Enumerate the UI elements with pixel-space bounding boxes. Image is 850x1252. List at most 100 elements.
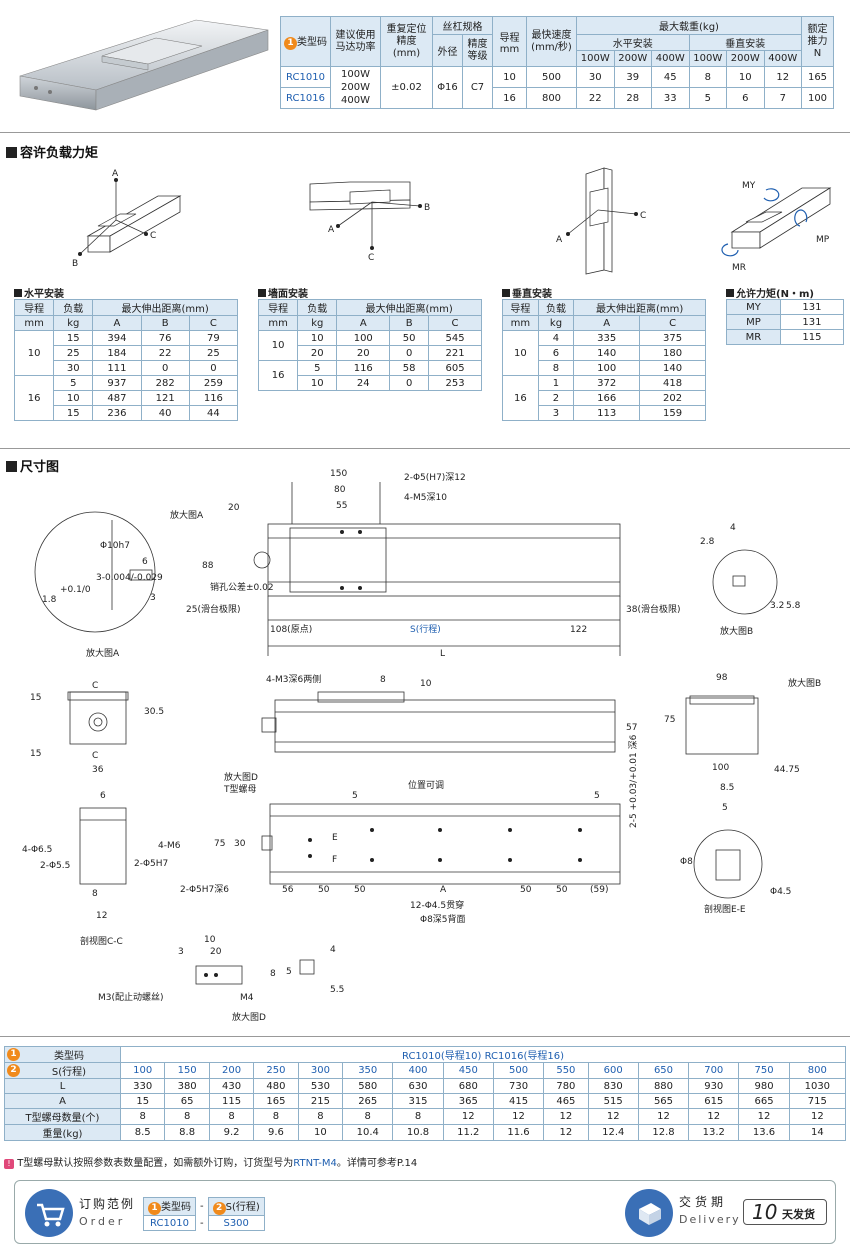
- diagram-vertical: [566, 167, 638, 275]
- size-cell: 8: [253, 1108, 299, 1125]
- size-cell: 665: [738, 1093, 790, 1109]
- cell: 253: [428, 375, 482, 391]
- dim-label: +0.1/0: [60, 585, 91, 595]
- h200: 200W: [613, 50, 652, 67]
- cell: 16: [502, 375, 539, 421]
- dim-label: 25(滑台极限): [186, 603, 240, 615]
- size-cell: 9.6: [253, 1124, 299, 1141]
- dim-label: 3-0.004/-0.029: [96, 573, 163, 583]
- order-label-en: Order: [79, 1215, 126, 1228]
- dim-label: 108(原点): [270, 624, 312, 635]
- cell: 236: [92, 405, 142, 421]
- cell: mm: [13, 315, 55, 331]
- cell: 导程: [13, 299, 55, 316]
- cell: 22: [140, 345, 190, 361]
- dim-label: 2-Φ5H7: [134, 859, 168, 869]
- size-cell: 330: [119, 1078, 166, 1094]
- dim-label: 88: [202, 561, 214, 571]
- cell: 50: [389, 330, 430, 346]
- size-cell: 550: [543, 1062, 589, 1079]
- size-cell: 680: [442, 1078, 494, 1094]
- dim-label: 2-Φ5.5: [40, 861, 70, 871]
- diagram-label: A: [328, 225, 335, 235]
- dim-label: 位置可调: [408, 779, 444, 791]
- row-code: RC1010: [280, 66, 331, 88]
- dim-label: 50: [556, 885, 568, 895]
- size-cell: 530: [297, 1078, 344, 1094]
- dim-label: 6: [100, 791, 106, 801]
- size-cell: 1030: [788, 1078, 847, 1094]
- delivery-label-en: Delivery: [679, 1213, 741, 1226]
- size-cell: 13.2: [688, 1124, 740, 1141]
- dim-label: 75: [214, 839, 225, 849]
- dim-label: 55: [336, 501, 347, 511]
- cell: 10: [297, 330, 338, 346]
- size-cell: 12.8: [637, 1124, 690, 1141]
- dim-label: (59): [590, 885, 608, 895]
- cell: 5: [297, 360, 338, 376]
- dim-label: 2-Φ5(H7)深12: [404, 472, 466, 483]
- cell: 115: [779, 329, 845, 345]
- cell: mm: [257, 315, 299, 331]
- cell: 最大伸出距离(mm): [573, 299, 706, 316]
- size-cell: 150: [164, 1062, 210, 1079]
- dim-label: 80: [334, 485, 346, 495]
- size-cell: 250: [253, 1062, 299, 1079]
- cell: 10: [492, 66, 527, 88]
- cell: A: [573, 315, 641, 331]
- cell: 165: [801, 66, 834, 88]
- dim-label: 2-5 +0.03/+0.01 深6: [628, 734, 639, 828]
- size-cell: 430: [208, 1078, 255, 1094]
- size-cell: 8: [208, 1108, 255, 1125]
- cell: MR: [726, 329, 781, 345]
- cell: 375: [639, 330, 706, 346]
- size-cell: 10.4: [342, 1124, 394, 1141]
- cell: C: [428, 315, 482, 331]
- v400: 400W: [763, 50, 802, 67]
- size-type-value: RC1010(导程10) RC1016(导程16): [120, 1046, 846, 1063]
- dim-label: 1.8: [42, 595, 57, 605]
- dim-label: 12-Φ4.5贯穿: [410, 899, 464, 911]
- delivery-label: 交货期: [679, 1195, 728, 1209]
- cell: 最大伸出距离(mm): [92, 299, 238, 316]
- cell: 372: [573, 375, 641, 391]
- dim-label: C: [92, 751, 98, 761]
- dim-label: M3(配止动螺丝): [98, 991, 164, 1003]
- dim-label: 3: [178, 947, 184, 957]
- size-cell: 880: [637, 1078, 690, 1094]
- repeat-value: ±0.02: [380, 66, 433, 109]
- cell: 10: [726, 66, 765, 88]
- size-cell: 12: [587, 1108, 639, 1125]
- cell: 15: [53, 330, 94, 346]
- size-cell: 730: [492, 1078, 545, 1094]
- cell: kg: [297, 315, 338, 331]
- cell: 4: [537, 330, 575, 346]
- size-cell: 10: [297, 1124, 344, 1141]
- cell: 76: [140, 330, 190, 346]
- dim-label: 4: [730, 523, 736, 533]
- outer-value: Φ16: [432, 66, 463, 109]
- cell: MY: [726, 299, 781, 315]
- moment-label: MR: [732, 263, 746, 273]
- dim-label: 放大图B: [720, 625, 753, 637]
- dim-label: A: [440, 885, 447, 895]
- size-cell: 565: [637, 1093, 690, 1109]
- cell: 282: [140, 375, 190, 391]
- cell: mm: [502, 315, 539, 331]
- size-cell: 12: [788, 1108, 847, 1125]
- size-cell: 11.6: [492, 1124, 545, 1141]
- cell: 10: [13, 330, 55, 376]
- dim-label: Φ10h7: [100, 541, 130, 551]
- horizontal-header: 水平安装: [576, 34, 690, 51]
- cell: 20: [297, 345, 338, 361]
- cell: 0: [389, 375, 430, 391]
- cell: 8: [688, 66, 727, 88]
- cell: A: [92, 315, 142, 331]
- divider: [0, 448, 850, 449]
